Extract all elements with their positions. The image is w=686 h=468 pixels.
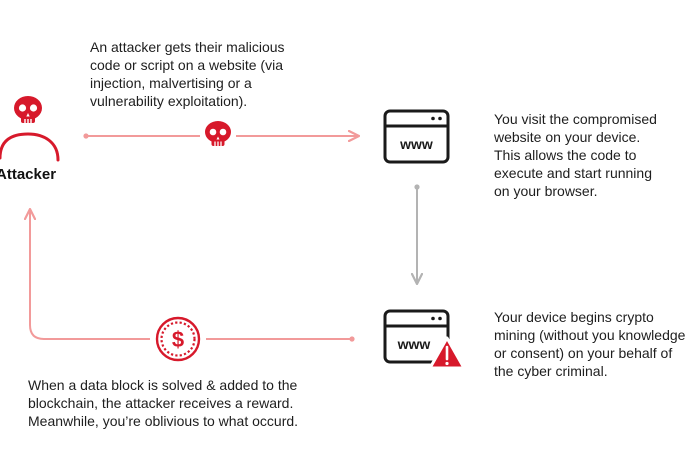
- step1-line: vulnerability exploitation).: [90, 93, 248, 109]
- arrow-website-to-mining: [414, 184, 419, 283]
- step3-description: Your device begins crypto mining (withou…: [494, 308, 685, 380]
- dollar-symbol: $: [172, 327, 184, 352]
- arrow-attacker-to-website: [83, 133, 358, 138]
- website-browser-icon: www: [383, 109, 450, 164]
- arrow-reward-to-attacker: [30, 210, 355, 342]
- attacker-skull-icon: [14, 96, 42, 123]
- step3-line: mining (without you knowledge: [494, 327, 686, 343]
- step1-line: injection, malvertising or a: [90, 75, 252, 91]
- step4-description: When a data block is solved & added to t…: [28, 376, 298, 430]
- step1-line: code or script on a website (via: [90, 57, 283, 73]
- step1-description: An attacker gets their malicious code or…: [90, 38, 285, 110]
- dollar-coin-icon: $: [155, 316, 201, 362]
- step2-line: execute and start running: [494, 165, 652, 181]
- step3-line: or consent) on your behalf of: [494, 345, 673, 361]
- step4-line: When a data block is solved & added to t…: [28, 377, 298, 393]
- step1-line: An attacker gets their malicious: [90, 39, 285, 55]
- payload-skull-icon: [205, 121, 231, 146]
- step3-line: the cyber criminal.: [494, 363, 608, 379]
- browser-address-text: www: [399, 136, 433, 152]
- step2-line: This allows the code to: [494, 147, 637, 163]
- attacker-label: Attacker: [0, 166, 57, 183]
- attacker-body-icon: [0, 132, 60, 162]
- step2-line: website on your device.: [494, 129, 641, 145]
- step2-line: on your browser.: [494, 183, 598, 199]
- step4-line: Meanwhile, you’re oblivious to what occu…: [28, 413, 299, 429]
- step2-line: You visit the compromised: [494, 111, 657, 127]
- browser-address-text: www: [397, 336, 431, 352]
- compromised-browser-icon: www: [383, 309, 450, 364]
- step4-line: blockchain, the attacker receives a rewa…: [28, 395, 294, 411]
- step3-line: Your device begins crypto: [494, 309, 654, 325]
- warning-triangle-icon: [428, 336, 466, 370]
- step2-description: You visit the compromised website on you…: [494, 110, 657, 200]
